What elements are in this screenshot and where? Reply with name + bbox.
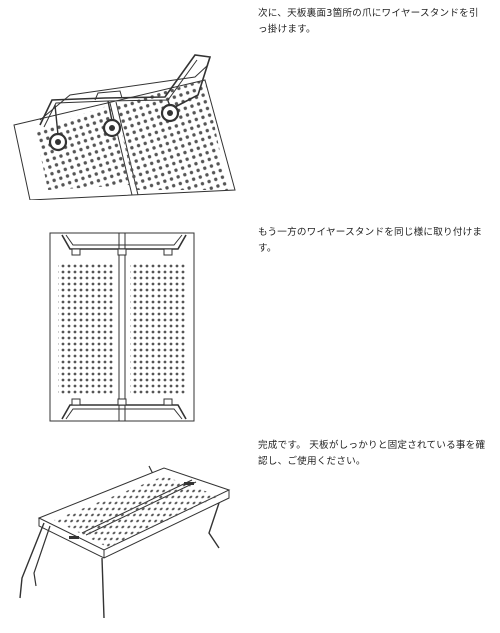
both-stands-attached-drawing <box>49 232 195 422</box>
step-1-illustration <box>0 25 250 200</box>
assembled-table-drawing <box>19 465 231 619</box>
step-3-instruction: 完成です。 天板がしっかりと固定されている事を確 認し、ご使用ください。 <box>258 440 486 467</box>
step-1-instruction: 次に、天板裏面3箇所の爪にワイヤースタンドを引 っ掛けます。 <box>258 8 479 35</box>
step-1: 次に、天板裏面3箇所の爪にワイヤースタンドを引 っ掛けます。 <box>0 0 500 200</box>
step-2-instruction: もう一方のワイヤースタンドを同じ様に取り付けま す。 <box>258 227 483 254</box>
hooking-wire-stand-drawing <box>13 54 236 200</box>
step-3-illustration <box>14 458 244 633</box>
step-2: もう一方のワイヤースタンドを同じ様に取り付けま す。 <box>0 215 500 425</box>
step-2-illustration <box>48 227 198 427</box>
step-3: 完成です。 天板がしっかりと固定されている事を確 認し、ご使用ください。 <box>0 430 500 630</box>
